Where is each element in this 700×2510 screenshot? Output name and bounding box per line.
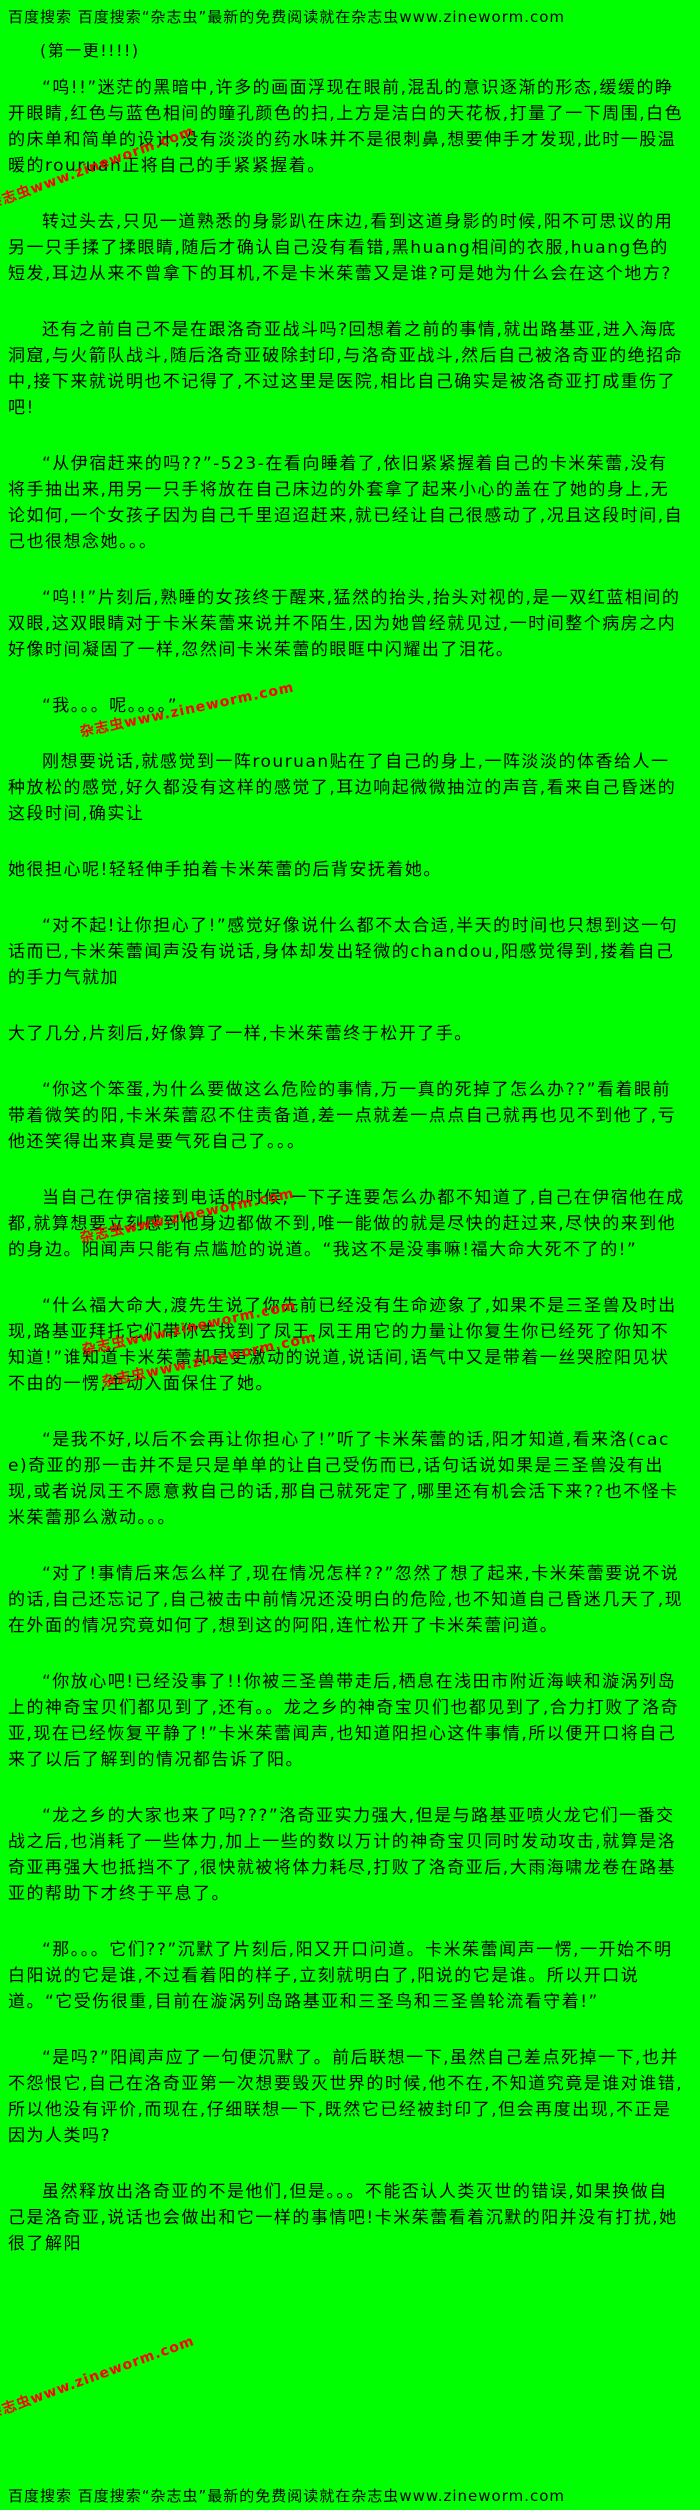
paragraph: “龙之乡的大家也来了吗???”洛奇亚实力强大,但是与路基亚喷火龙它们一番交战之后…	[8, 1806, 677, 1904]
paragraph: 还有之前自己不是在跟洛奇亚战斗吗?回想着之前的事情,就出路基亚,进入海底洞窟,与…	[8, 320, 684, 418]
paragraph: “对了!事情后来怎么样了,现在情况怎样??”忽然了想了起来,卡米茱蕾要说不说的话…	[8, 1564, 684, 1636]
paragraph: 转过头去,只见一道熟悉的身影趴在床边,看到这道身影的时候,阳不可思议的用另一只手…	[8, 212, 674, 284]
site-promo-top: 百度搜索 百度搜索“杂志虫”最新的免费阅读就在杂志虫www.zineworm.c…	[8, 8, 566, 26]
paragraph: “是吗?”阳闻声应了一句便沉默了。前后联想一下,虽然自己差点死掉一下,也并不怨恨…	[8, 2048, 684, 2146]
paragraph: “是我不好,以后不会再让你担心了!”听了卡米茱蕾的话,阳才知道,看来洛(cace…	[8, 1430, 679, 1528]
chapter-content: “呜!!”迷茫的黑暗中,许多的画面浮现在眼前,混乱的意识逐渐的形态,缓缓的睁开眼…	[8, 75, 686, 2257]
paragraph: 当自己在伊宿接到电话的时候,一下子连要怎么办都不知道了,自己在伊宿他在成都,就算…	[8, 1188, 685, 1260]
paragraph: “你这个笨蛋,为什么要做这么危险的事情,万一真的死掉了怎么办??”看着眼前带着微…	[8, 1080, 677, 1152]
paragraph: “呜!!”迷茫的黑暗中,许多的画面浮现在眼前,混乱的意识逐渐的形态,缓缓的睁开眼…	[8, 78, 684, 176]
chapter-update-note: (第一更!!!!)	[40, 41, 140, 60]
paragraph: “那。。。它们??”沉默了片刻后,阳又开口问道。卡米茱蕾闻声一愣,一开始不明白阳…	[8, 1940, 673, 2012]
paragraph: 她很担心呢!轻轻伸手拍着卡米茱蕾的后背安抚着她。	[8, 860, 442, 880]
paragraph: “从伊宿赶来的吗??”-523-在看向睡着了,依旧紧紧握着自己的卡米茱蕾,没有将…	[8, 454, 684, 552]
paragraph: 大了几分,片刻后,好像算了一样,卡米茱蕾终于松开了手。	[8, 1024, 473, 1044]
site-promo-bottom: 百度搜索 百度搜索“杂志虫”最新的免费阅读就在杂志虫www.zineworm.c…	[8, 2487, 566, 2505]
paragraph: 刚想要说话,就感觉到一阵rouruan贴在了自己的身上,一阵淡淡的体香给人一种放…	[8, 752, 677, 824]
paragraph: “我。。。呢。。。。”	[42, 696, 179, 716]
paragraph: 虽然释放出洛奇亚的不是他们,但是。。。不能否认人类灭世的错误,如果换做自己是洛奇…	[8, 2182, 678, 2254]
paragraph: “什么福大命大,渡先生说了你先前已经没有生命迹象了,如果不是三圣兽及时出现,路基…	[8, 1296, 677, 1394]
paragraph: “呜!!”片刻后,熟睡的女孩终于醒来,猛然的抬头,抬头对视的,是一双红蓝相间的双…	[8, 588, 681, 660]
paragraph: “你放心吧!已经没事了!!你被三圣兽带走后,栖息在浅田市附近海峡和漩涡列岛上的神…	[8, 1672, 680, 1770]
paragraph: “对不起!让你担心了!”感觉好像说什么都不太合适,半天的时间也只想到这一句话而已…	[8, 916, 679, 988]
